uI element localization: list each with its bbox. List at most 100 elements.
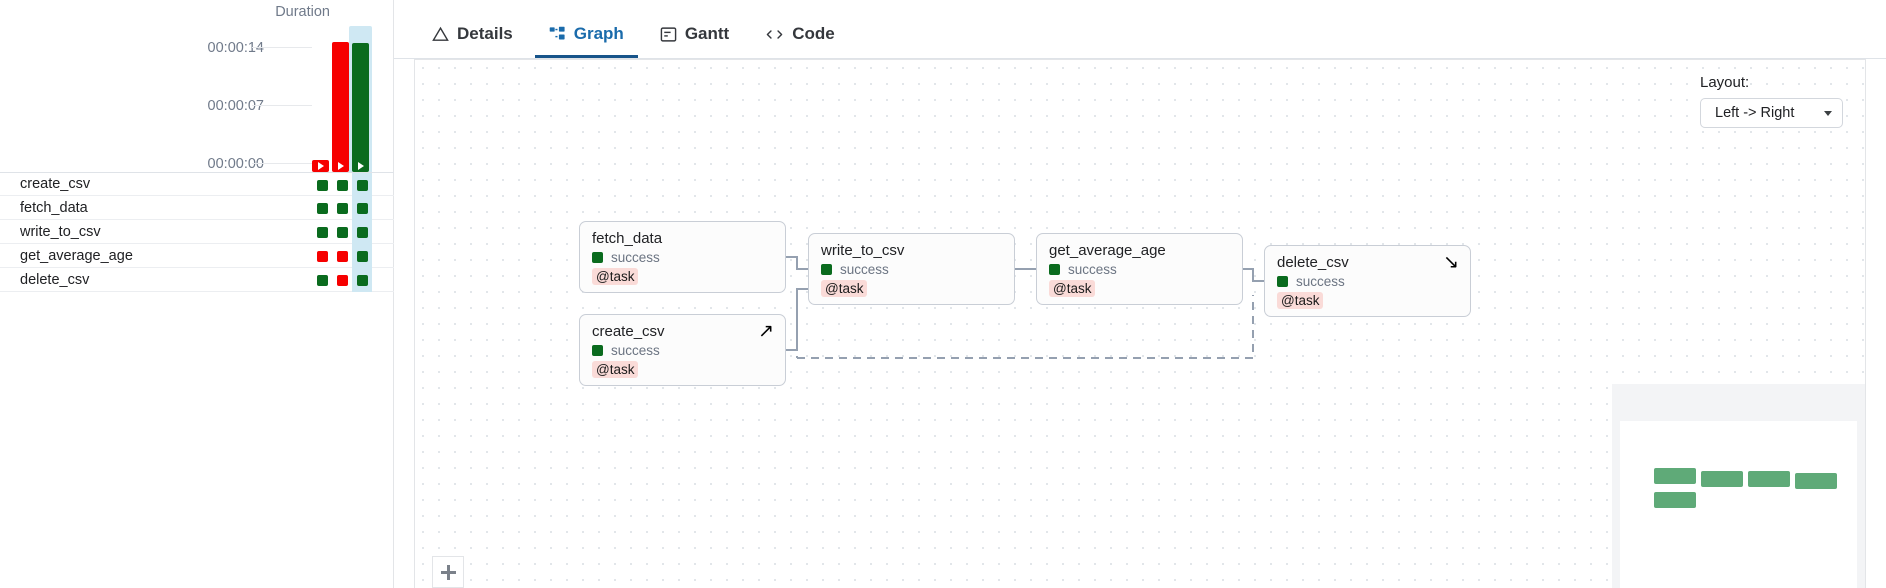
minimap-node: [1654, 468, 1696, 484]
node-operator-badge: @task: [821, 280, 868, 297]
node-title: delete_csv: [1277, 254, 1349, 271]
task-status-cell[interactable]: [332, 220, 352, 244]
layout-control: Layout: Left -> Right: [1700, 74, 1843, 128]
task-status-cell[interactable]: [352, 244, 372, 268]
tab-label: Details: [457, 24, 513, 43]
status-square-success: [356, 250, 368, 262]
layout-label: Layout:: [1700, 74, 1750, 91]
status-square-success: [1277, 276, 1288, 287]
duration-bar: [352, 43, 369, 172]
graph-minimap[interactable]: [1612, 384, 1865, 588]
edge-average-to-delete: [1243, 268, 1264, 282]
task-status-cell[interactable]: [312, 244, 332, 268]
dag-detail-panel: Details Graph Gantt Code Layout: Left -> Ri…: [394, 0, 1886, 588]
task-status-cell[interactable]: [332, 196, 352, 220]
node-state: success: [592, 343, 773, 358]
play-icon: [357, 162, 364, 170]
task-row[interactable]: write_to_csv: [0, 220, 394, 244]
runs-summary-panel: Duration 00:00:14 00:00:07 00:00:00 crea…: [0, 0, 394, 588]
node-state-label: success: [1068, 262, 1117, 277]
task-status-cell[interactable]: [312, 220, 332, 244]
status-square-success: [592, 252, 603, 263]
status-square-success: [316, 226, 328, 238]
tab-label: Graph: [573, 24, 624, 43]
task-status-cells: [312, 220, 372, 244]
node-state-label: success: [1296, 274, 1345, 289]
node-title: get_average_age: [1049, 242, 1166, 259]
arrow-down-right-icon[interactable]: ↘: [1443, 252, 1459, 273]
minimap-node: [1795, 473, 1837, 489]
task-row[interactable]: delete_csv: [0, 268, 394, 292]
task-status-cell[interactable]: [352, 220, 372, 244]
play-icon: [337, 162, 344, 170]
status-square-success: [356, 179, 368, 191]
status-square-success: [316, 202, 328, 214]
task-status-cells: [312, 196, 372, 220]
gridline: [252, 105, 312, 106]
layout-select-value: Left -> Right: [1715, 105, 1795, 121]
edge-fetch-to-write: [786, 256, 808, 270]
task-status-cell[interactable]: [352, 173, 372, 197]
task-row[interactable]: create_csv: [0, 172, 394, 197]
node-operator-badge: @task: [1049, 280, 1096, 297]
status-square-success: [336, 202, 348, 214]
status-square-success: [356, 274, 368, 286]
tab-label: Gantt: [684, 24, 730, 43]
status-square-success: [1049, 264, 1060, 275]
task-row[interactable]: get_average_age: [0, 244, 394, 268]
task-status-cell[interactable]: [332, 268, 352, 292]
status-square-success: [316, 179, 328, 191]
node-operator-badge: @task: [592, 268, 639, 285]
plus-icon: [440, 564, 456, 580]
arrow-up-right-icon[interactable]: ↗: [758, 321, 774, 342]
node-state-label: success: [840, 262, 889, 277]
graph-edges: [786, 256, 1264, 359]
task-row[interactable]: fetch_data: [0, 196, 394, 220]
task-status-cell[interactable]: [352, 196, 372, 220]
task-status-cell[interactable]: [312, 268, 332, 292]
node-state-label: success: [611, 250, 660, 265]
task-name: create_csv: [20, 176, 91, 192]
task-name: delete_csv: [20, 271, 90, 288]
minimap-node: [1701, 471, 1743, 487]
duration-chart-title: Duration: [275, 4, 330, 20]
node-title: fetch_data: [592, 230, 663, 247]
task-status-cell[interactable]: [332, 173, 352, 197]
task-name: fetch_data: [20, 199, 88, 216]
task-status-cell[interactable]: [312, 173, 332, 197]
zoom-controls: [432, 556, 464, 588]
node-title: write_to_csv: [821, 242, 905, 259]
tab-gantt[interactable]: Gantt: [642, 24, 747, 58]
tab-label: Code: [792, 24, 835, 43]
task-status-cells: [312, 173, 372, 197]
status-square-success: [336, 226, 348, 238]
task-status-cell[interactable]: [332, 244, 352, 268]
minimap-node: [1654, 492, 1696, 508]
task-status-cell[interactable]: [312, 196, 332, 220]
duration-bar: [312, 160, 329, 172]
status-square-success: [592, 345, 603, 356]
minimap-viewport[interactable]: [1620, 421, 1857, 588]
node-operator-badge: @task: [1277, 292, 1324, 309]
tab-details[interactable]: Details: [414, 24, 531, 58]
tab-code[interactable]: Code: [747, 24, 853, 58]
edge-dashed-create-to-delete: [797, 295, 1254, 359]
graph-canvas[interactable]: Layout: Left -> Right: [414, 59, 1866, 588]
zoom-in-button[interactable]: [433, 557, 463, 588]
axis-tick-0: 00:00:14: [207, 40, 264, 56]
minimap-node: [1748, 471, 1790, 487]
play-icon: [317, 162, 324, 170]
tab-bar: Details Graph Gantt Code: [394, 0, 1886, 59]
node-operator-badge: @task: [592, 361, 639, 378]
task-status-cell[interactable]: [352, 268, 372, 292]
status-square-failed: [316, 250, 328, 262]
layout-select[interactable]: Left -> Right: [1700, 98, 1843, 128]
tab-graph[interactable]: Graph: [531, 24, 642, 58]
task-status-cells: [312, 268, 372, 292]
